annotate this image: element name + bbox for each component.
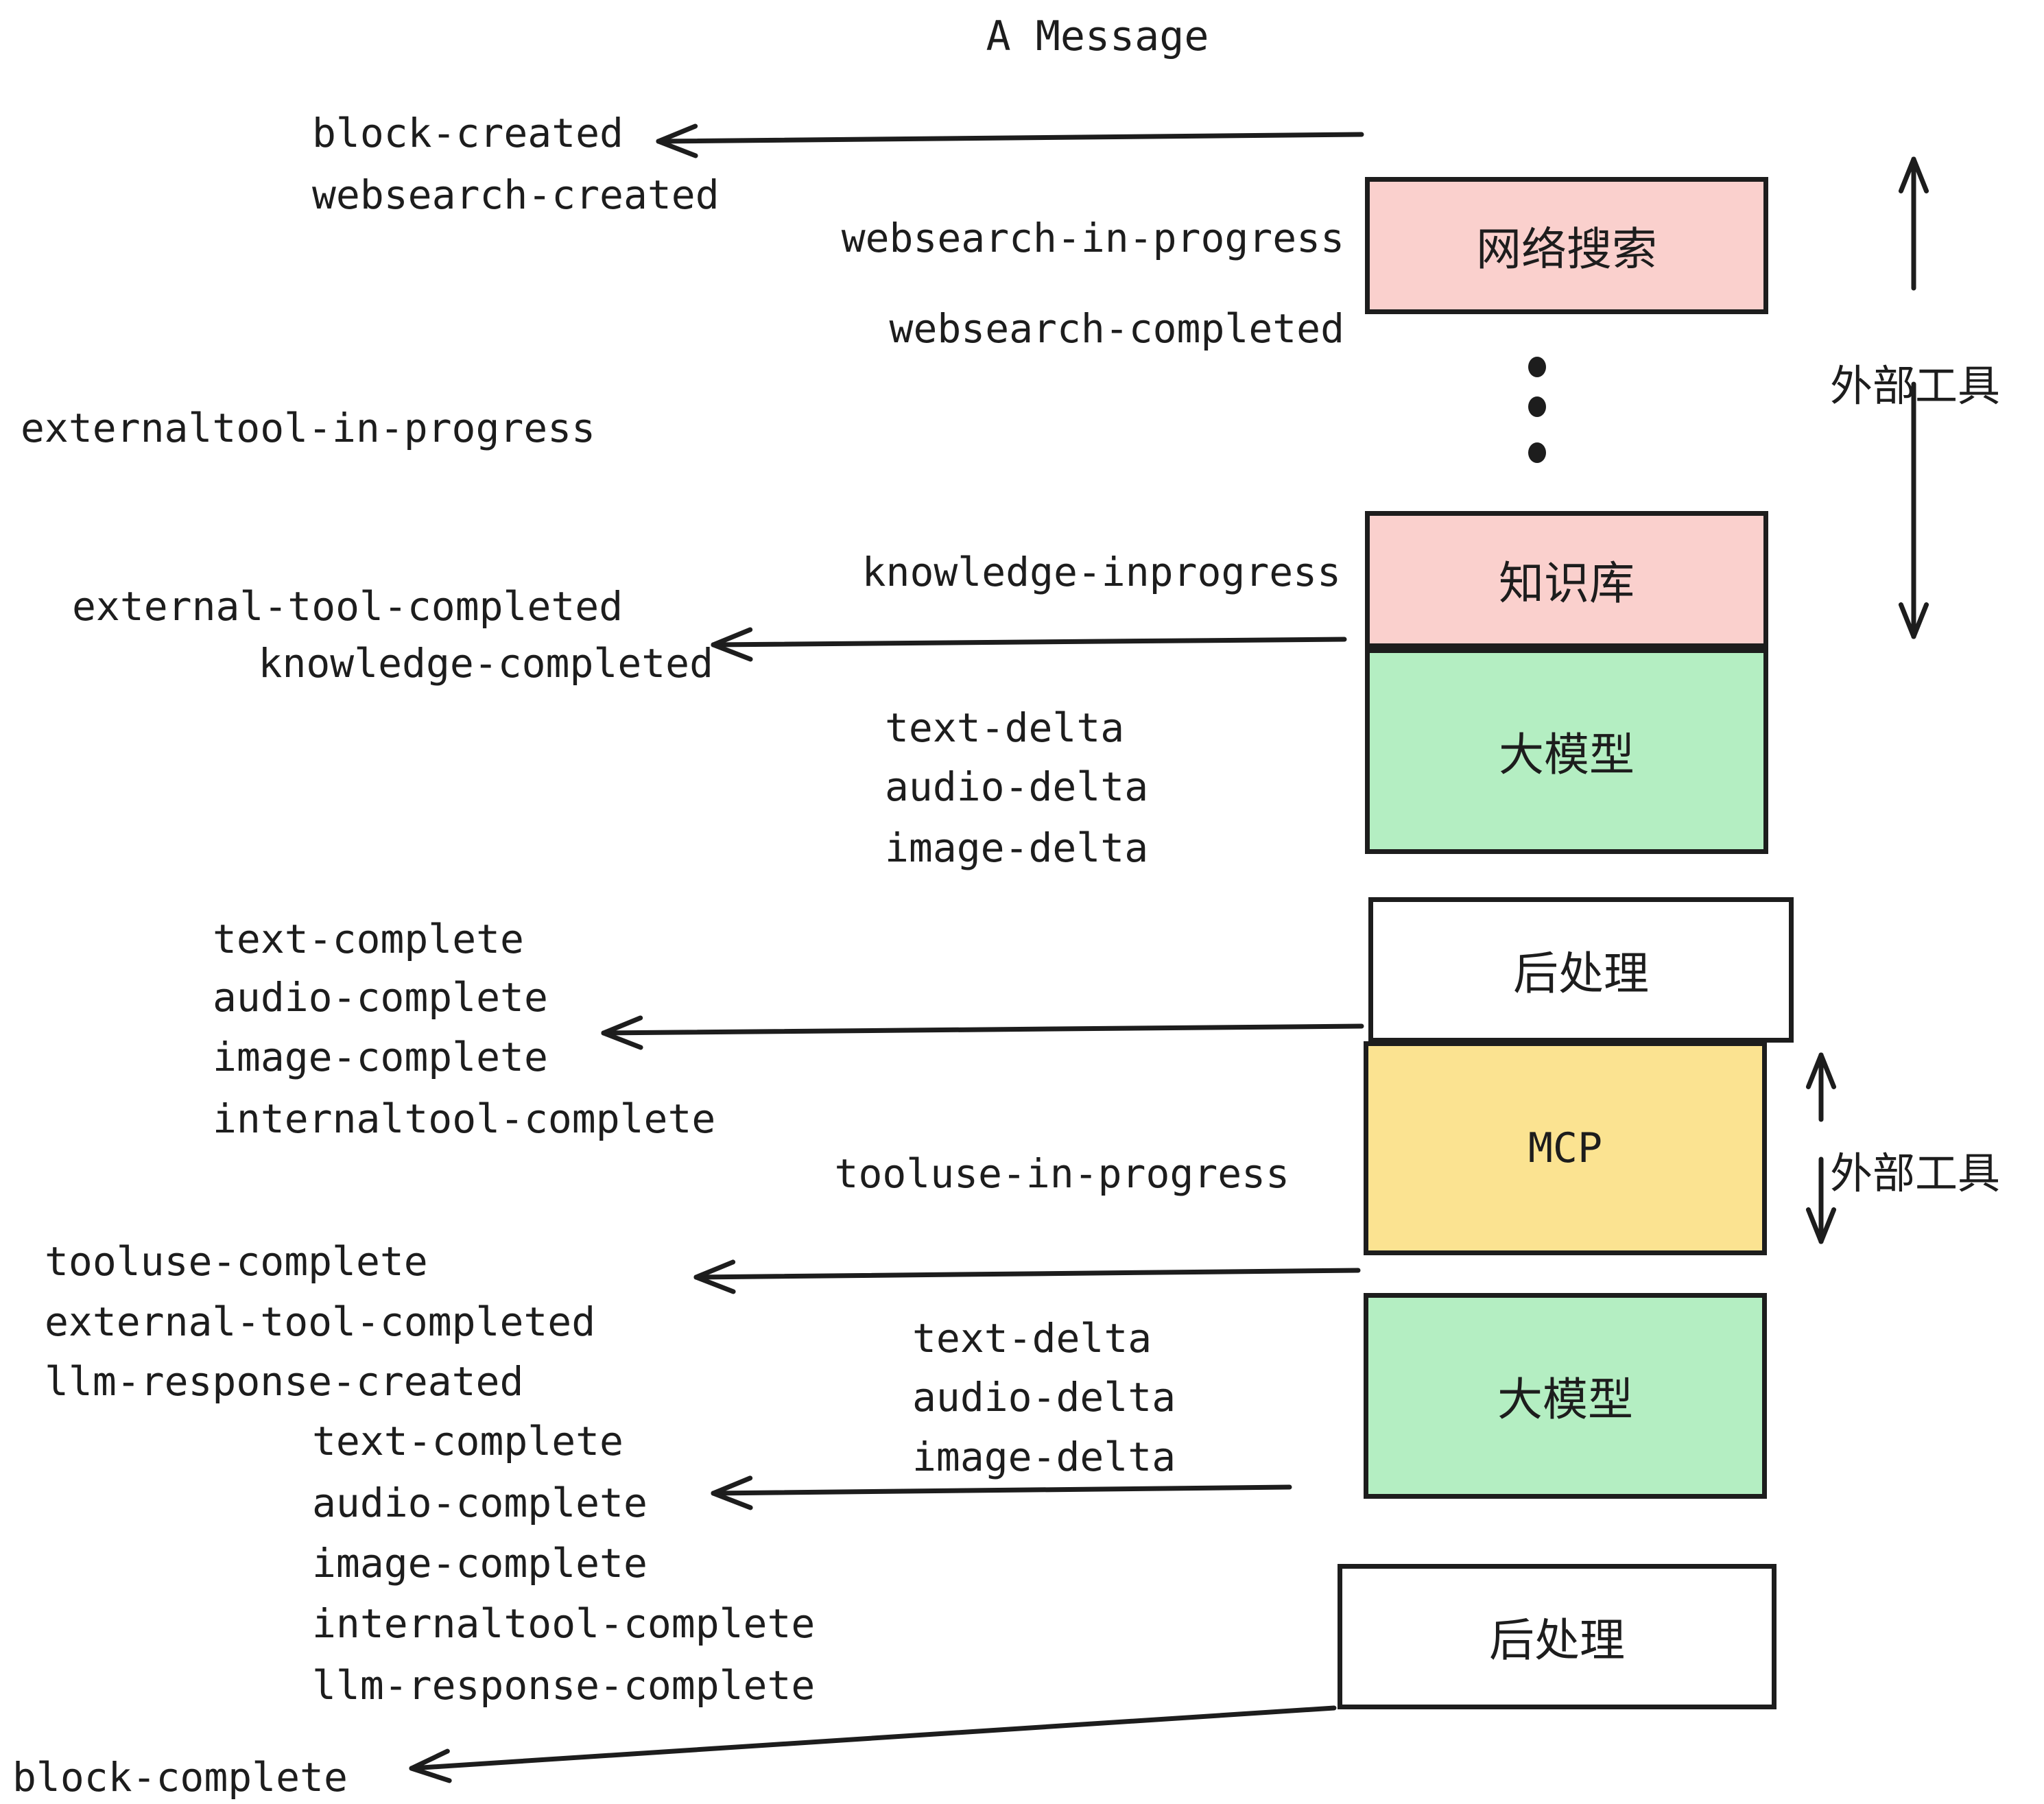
box-mcp: MCP bbox=[1364, 1041, 1767, 1255]
event-label-audio-complete-1: audio-complete bbox=[213, 974, 548, 1021]
event-label-knowledge-completed: knowledge-completed bbox=[258, 640, 713, 687]
arrow-image-complete-head bbox=[601, 1015, 643, 1050]
event-label-llm-response-complete: llm-response-complete bbox=[312, 1662, 816, 1709]
event-label-block-created: block-created bbox=[312, 110, 623, 156]
external-tools-top-down-head bbox=[1898, 602, 1929, 639]
event-label-audio-delta-2: audio-delta bbox=[912, 1374, 1176, 1421]
arrow-tooluse-complete-head bbox=[693, 1259, 736, 1294]
box-websearch: 网络搜索 bbox=[1365, 177, 1768, 314]
event-label-tooluse-complete: tooluse-complete bbox=[45, 1238, 428, 1285]
box-llm-1: 大模型 bbox=[1365, 648, 1768, 854]
arrow-knowledge-completed-head bbox=[711, 627, 753, 662]
box-llm-2: 大模型 bbox=[1364, 1293, 1767, 1499]
arrow-audio-complete-head-barb-1 bbox=[711, 1475, 753, 1496]
external-tools-bot-down-head-barb-2 bbox=[1818, 1207, 1837, 1244]
arrow-tooluse-complete-head-barb-1 bbox=[693, 1259, 736, 1280]
arrow-block-created-head-barb-1 bbox=[656, 123, 698, 144]
box-knowledgebase: 知识库 bbox=[1365, 511, 1768, 648]
external-tools-top-up-head bbox=[1898, 156, 1929, 193]
external-tools-bot-up-head-barb-1 bbox=[1818, 1052, 1837, 1089]
arrow-block-created-head-barb-2 bbox=[656, 139, 698, 158]
external-tools-top-up-head-barb-2 bbox=[1898, 156, 1916, 193]
external-tools-bot-down-head bbox=[1805, 1207, 1837, 1244]
external-tools-top-down-head-barb-2 bbox=[1911, 602, 1929, 639]
bracket-external-tools-top-up bbox=[1898, 156, 1929, 291]
arrow-image-complete-head-barb-1 bbox=[601, 1015, 643, 1036]
page-title: A Message bbox=[986, 12, 1209, 60]
bracket-external-tools-bot-up bbox=[1805, 1052, 1837, 1122]
event-label-external-tool-completed-2: external-tool-completed bbox=[45, 1298, 596, 1345]
arrow-group-arrow-knowledge-completed bbox=[711, 627, 1347, 662]
arrow-image-complete-shaft bbox=[601, 1023, 1364, 1036]
event-label-internaltool-complete-2: internaltool-complete bbox=[312, 1600, 816, 1647]
event-label-text-complete-2: text-complete bbox=[312, 1418, 623, 1464]
external-tools-bot-up-head-barb-2 bbox=[1805, 1052, 1824, 1089]
event-label-image-delta-2: image-delta bbox=[912, 1434, 1176, 1480]
side-label-external-tools-bottom: 外部工具 bbox=[1830, 1148, 2001, 1198]
arrow-block-complete-shaft bbox=[409, 1705, 1337, 1771]
event-label-websearch-created: websearch-created bbox=[312, 171, 720, 218]
event-label-internaltool-complete-1: internaltool-complete bbox=[213, 1095, 716, 1142]
arrow-block-complete-head-barb-1 bbox=[409, 1748, 450, 1771]
event-label-audio-complete-2: audio-complete bbox=[312, 1480, 647, 1526]
ellipsis-dot-2 bbox=[1528, 396, 1546, 417]
arrow-audio-complete-head-barb-2 bbox=[711, 1491, 753, 1510]
external-tools-top-down-head-barb-1 bbox=[1898, 602, 1916, 639]
arrow-audio-complete-head bbox=[711, 1475, 753, 1510]
arrow-tooluse-complete-shaft bbox=[693, 1268, 1361, 1280]
arrow-group-arrow-audio-complete bbox=[711, 1475, 1292, 1510]
arrow-group-arrow-tooluse-complete bbox=[693, 1259, 1361, 1294]
arrow-knowledge-completed-head-barb-2 bbox=[711, 642, 753, 662]
ellipsis-dot-1 bbox=[1528, 357, 1546, 377]
arrow-knowledge-completed-head-barb-1 bbox=[711, 627, 753, 648]
arrow-block-created-head bbox=[656, 123, 698, 158]
event-label-block-complete: block-complete bbox=[12, 1754, 348, 1801]
arrow-group-arrow-block-created bbox=[656, 123, 1364, 158]
event-label-knowledge-inprogress: knowledge-inprogress bbox=[861, 549, 1341, 595]
side-label-external-tools-top: 外部工具 bbox=[1830, 361, 2001, 411]
event-label-externaltool-in-progress: externaltool-in-progress bbox=[21, 405, 596, 451]
event-label-image-delta-1: image-delta bbox=[885, 824, 1149, 871]
box-postprocess-1: 后处理 bbox=[1368, 897, 1794, 1043]
event-label-websearch-completed: websearch-completed bbox=[889, 305, 1344, 352]
external-tools-top-up-head-barb-1 bbox=[1911, 156, 1929, 193]
arrow-group-arrow-image-complete bbox=[601, 1015, 1364, 1050]
arrow-block-complete-head-barb-2 bbox=[409, 1766, 452, 1783]
event-label-audio-delta-1: audio-delta bbox=[885, 763, 1149, 810]
arrow-group-arrow-block-complete bbox=[409, 1705, 1337, 1783]
arrow-image-complete-head-barb-2 bbox=[601, 1030, 643, 1050]
event-label-image-complete-1: image-complete bbox=[213, 1034, 548, 1080]
event-label-websearch-in-progress: websearch-in-progress bbox=[841, 215, 1344, 261]
external-tools-bot-up-head bbox=[1805, 1052, 1837, 1089]
box-postprocess-2: 后处理 bbox=[1338, 1564, 1776, 1709]
event-label-text-delta-1: text-delta bbox=[885, 704, 1125, 751]
event-label-tooluse-in-progress: tooluse-in-progress bbox=[834, 1150, 1290, 1197]
bracket-external-tools-top-down bbox=[1898, 381, 1929, 639]
external-tools-bot-down-head-barb-1 bbox=[1805, 1207, 1824, 1244]
event-label-image-complete-2: image-complete bbox=[312, 1540, 647, 1587]
arrow-tooluse-complete-head-barb-2 bbox=[693, 1274, 736, 1294]
event-label-llm-response-created: llm-response-created bbox=[45, 1358, 524, 1405]
ellipsis-dot-3 bbox=[1528, 442, 1546, 463]
event-label-text-complete-1: text-complete bbox=[213, 916, 524, 962]
event-label-text-delta-2: text-delta bbox=[912, 1315, 1152, 1362]
arrow-block-complete-head bbox=[409, 1748, 452, 1783]
event-label-external-tool-completed-1: external-tool-completed bbox=[72, 583, 623, 630]
arrow-block-created-shaft bbox=[656, 132, 1364, 144]
arrow-audio-complete-shaft bbox=[711, 1484, 1292, 1496]
arrow-knowledge-completed-shaft bbox=[711, 637, 1347, 648]
